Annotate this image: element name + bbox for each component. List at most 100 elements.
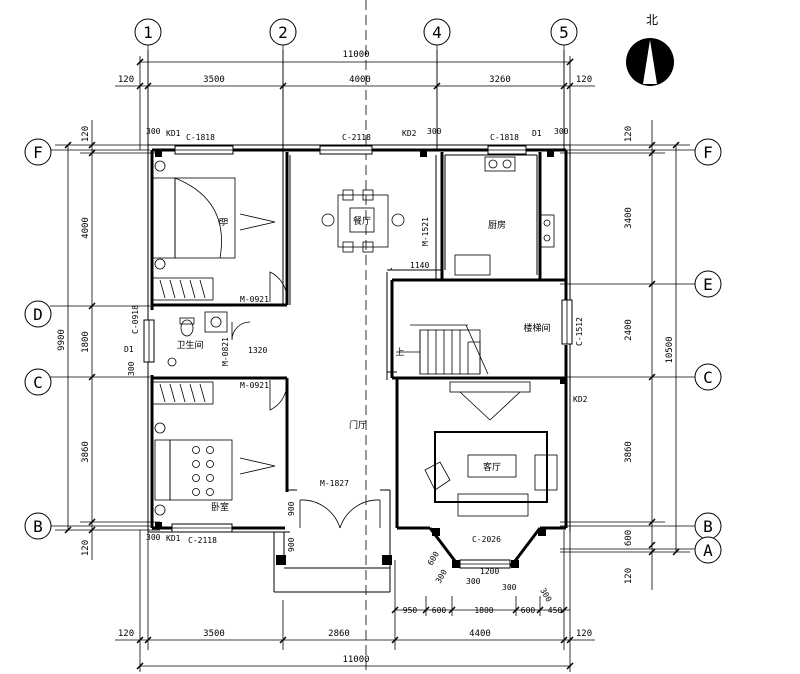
grid-col-5: 5 — [559, 23, 569, 42]
label-kd2-top: KD2 — [402, 129, 417, 138]
kitchen-fixtures — [454, 156, 555, 276]
label-m0821: M-0821 — [221, 337, 230, 366]
stair-up-label: 上 — [395, 347, 404, 358]
dim-right-2: 3400 — [624, 207, 634, 229]
dim-left-2: 4000 — [81, 217, 91, 239]
room-bedroom-bottom: 卧室 — [211, 501, 229, 513]
dim-top-4: 3260 — [489, 75, 511, 85]
dim-porch-5: 450 — [548, 606, 563, 615]
label-c1818-left: C-1818 — [186, 133, 215, 142]
note-300-e: 300 — [127, 361, 136, 376]
right-dimension-text: 120 3400 2400 3860 600 120 10500 — [624, 126, 675, 584]
dim-top-1: 120 — [118, 75, 134, 85]
note-300-d: 300 — [146, 533, 161, 542]
stair — [396, 324, 489, 375]
bathroom-fixtures — [167, 311, 228, 367]
window-lines — [148, 149, 568, 565]
label-kd2-right: KD2 — [573, 395, 588, 404]
north-arrow — [626, 38, 674, 86]
label-m0921-top: M-0921 — [240, 295, 269, 304]
dim-left-1: 120 — [81, 126, 91, 142]
note-300-h: 300 — [434, 568, 449, 585]
label-m1521: M-1521 — [421, 217, 430, 246]
dim-left-5: 120 — [81, 540, 91, 556]
grid-col-4: 4 — [432, 23, 442, 42]
dim-right-1: 120 — [624, 126, 634, 142]
grid-col-1: 1 — [143, 23, 153, 42]
grid-labels: 1 2 4 5 F D C B F E C B A — [33, 23, 713, 560]
bottom-dimension-lines — [115, 530, 595, 672]
left-dimension-text: 9900 120 4000 1800 3860 120 — [57, 126, 91, 556]
room-stair: 楼梯间 — [523, 322, 550, 334]
dim-left-total: 9900 — [57, 329, 67, 351]
room-hall: 门厅 — [349, 419, 367, 431]
label-c1512: C-1512 — [575, 317, 584, 346]
room-bedroom-top: 卧 — [217, 217, 229, 226]
label-d1-left: D1 — [124, 345, 134, 354]
dim-porch-3: 1800 — [474, 606, 493, 615]
living-room-furniture — [424, 381, 558, 517]
dim-bottom-2: 3500 — [203, 629, 225, 639]
dim-bottom-5: 120 — [576, 629, 592, 639]
grid-row-right-c: C — [703, 368, 713, 387]
dim-top-3: 4000 — [349, 75, 371, 85]
label-c2026: C-2026 — [472, 535, 501, 544]
note-1320: 1320 — [248, 346, 267, 355]
note-600-f: 600 — [426, 550, 441, 567]
dim-bottom-1: 120 — [118, 629, 134, 639]
dim-bottom-4: 4400 — [469, 629, 491, 639]
note-300-b: 300 — [427, 127, 442, 136]
windows — [143, 145, 573, 569]
bottom-dimension-text: 120 3500 2860 4400 120 11000 — [118, 629, 592, 665]
dim-right-6: 120 — [624, 568, 634, 584]
dim-porch-4: 600 — [521, 606, 536, 615]
note-300-f: 300 — [466, 577, 481, 586]
doors — [231, 267, 393, 529]
dim-right-5: 600 — [624, 530, 634, 546]
dim-porch-2: 600 — [432, 606, 447, 615]
note-300-c: 300 — [554, 127, 569, 136]
porch-dimension-text: 950 600 1800 600 450 — [403, 606, 563, 615]
dim-right-3: 2400 — [624, 319, 634, 341]
dim-right-total: 10500 — [665, 336, 675, 363]
bottom-dimension-ticks — [136, 606, 574, 670]
label-c2118-top: C-2118 — [342, 133, 371, 142]
bottom-bedroom-furniture — [152, 381, 276, 516]
dim-top-total: 11000 — [342, 50, 369, 60]
note-300-g: 300 — [502, 583, 517, 592]
label-d1-top: D1 — [532, 129, 542, 138]
room-kitchen: 厨房 — [488, 219, 506, 231]
room-dining: 餐厅 — [353, 215, 371, 227]
label-m1827: M-1827 — [320, 479, 349, 488]
dim-bottom-3: 2860 — [328, 629, 350, 639]
top-bedroom-furniture — [152, 160, 276, 301]
right-dimension-lines — [560, 120, 690, 590]
label-kd1-bottom: KD1 — [166, 534, 181, 543]
room-labels: 卧 卫生间 餐厅 厨房 楼梯间 门厅 客厅 卧室 上 — [176, 215, 550, 513]
label-c2118-bottom: C-2118 — [188, 536, 217, 545]
top-dimension-text: 11000 120 3500 4000 3260 120 — [118, 50, 592, 85]
label-m0921-bottom: M-0921 — [240, 381, 269, 390]
grid-row-right-e: E — [703, 275, 713, 294]
dim-top-2: 3500 — [203, 75, 225, 85]
grid-col-2: 2 — [278, 23, 288, 42]
grid-bubbles — [24, 18, 722, 564]
note-300-a: 300 — [146, 127, 161, 136]
dim-top-5: 120 — [576, 75, 592, 85]
grid-row-left-b: B — [33, 517, 43, 536]
grid-row-left-d: D — [33, 305, 43, 324]
opening-labels: C-1818 C-2118 C-1818 KD1 KD2 D1 M-1521 M… — [124, 129, 588, 545]
note-900-b: 900 — [287, 537, 296, 552]
dim-left-4: 3860 — [81, 441, 91, 463]
north-label: 北 — [646, 13, 658, 27]
note-300-j: 300 — [538, 587, 553, 604]
grid-row-left-c: C — [33, 373, 43, 392]
note-900-a: 900 — [287, 501, 296, 516]
note-1200: 1200 — [480, 567, 499, 576]
columns — [155, 150, 567, 568]
room-living: 客厅 — [483, 461, 501, 473]
grid-row-right-f: F — [703, 143, 713, 162]
dim-right-4: 3860 — [624, 441, 634, 463]
grid-row-right-a: A — [703, 541, 713, 560]
